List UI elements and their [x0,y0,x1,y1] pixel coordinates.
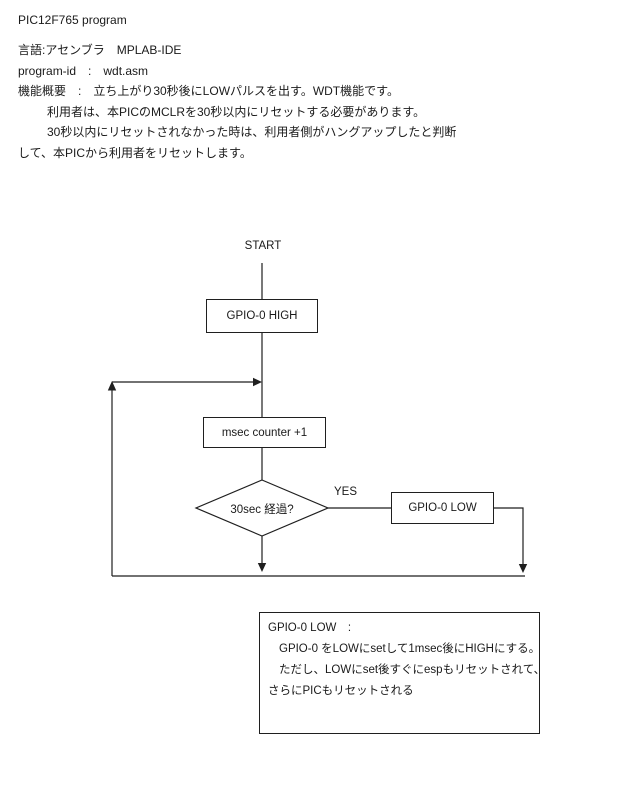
header-line-program-id: program-id : wdt.asm [18,63,149,78]
header-line-language: 言語:アセンブラ MPLAB-IDE [18,43,182,57]
header-line-user-note-2: 30秒以内にリセットされなかった時は、利用者側がハングアップしたと判断 [47,125,457,139]
flowchart-node-gpio-high: GPIO-0 HIGH [206,299,318,333]
page-title: PIC12F765 program [18,13,127,27]
flowchart-decision-label: 30sec 経過? [230,504,294,516]
header-line-user-note-3: して、本PICから利用者をリセットします。 [18,145,252,160]
decision-diamond-shape [194,479,330,537]
note-line-detail-1: GPIO-0 をLOWにsetして1msec後にHIGHにする。 [279,643,541,655]
description-block: 言語:アセンブラ MPLAB-IDE program-id : wdt.asm … [18,40,456,163]
flowchart-start-label: START [244,240,282,252]
note-line-detail-2: ただし、LOWにset後すぐにespもリセットされて、 [279,664,546,676]
note-box: GPIO-0 LOW : GPIO-0 をLOWにsetして1msec後にHIG… [259,612,546,734]
flowchart-node-msec-counter: msec counter +1 [203,417,326,448]
flowchart-node-gpio-low: GPIO-0 LOW [391,492,494,524]
note-line-detail-3: さらにPICもリセットされる [268,685,414,697]
header-line-function-summary: 機能概要 : 立ち上がり30秒後にLOWパルスを出す。WDT機能です。 [18,84,399,98]
connector-gpio-low-down [494,507,524,564]
flowchart-yes-label: YES [334,486,358,498]
arrowhead-down-gpio-low [518,564,528,573]
arrowhead-down-decision [257,563,267,572]
header-line-user-note-1: 利用者は、本PICのMCLRを30秒以内にリセットする必要があります。 [47,104,426,119]
arrowhead-right-junction [253,377,262,387]
note-line-title: GPIO-0 LOW : [268,622,352,634]
arrowhead-up-feedback [107,381,117,391]
